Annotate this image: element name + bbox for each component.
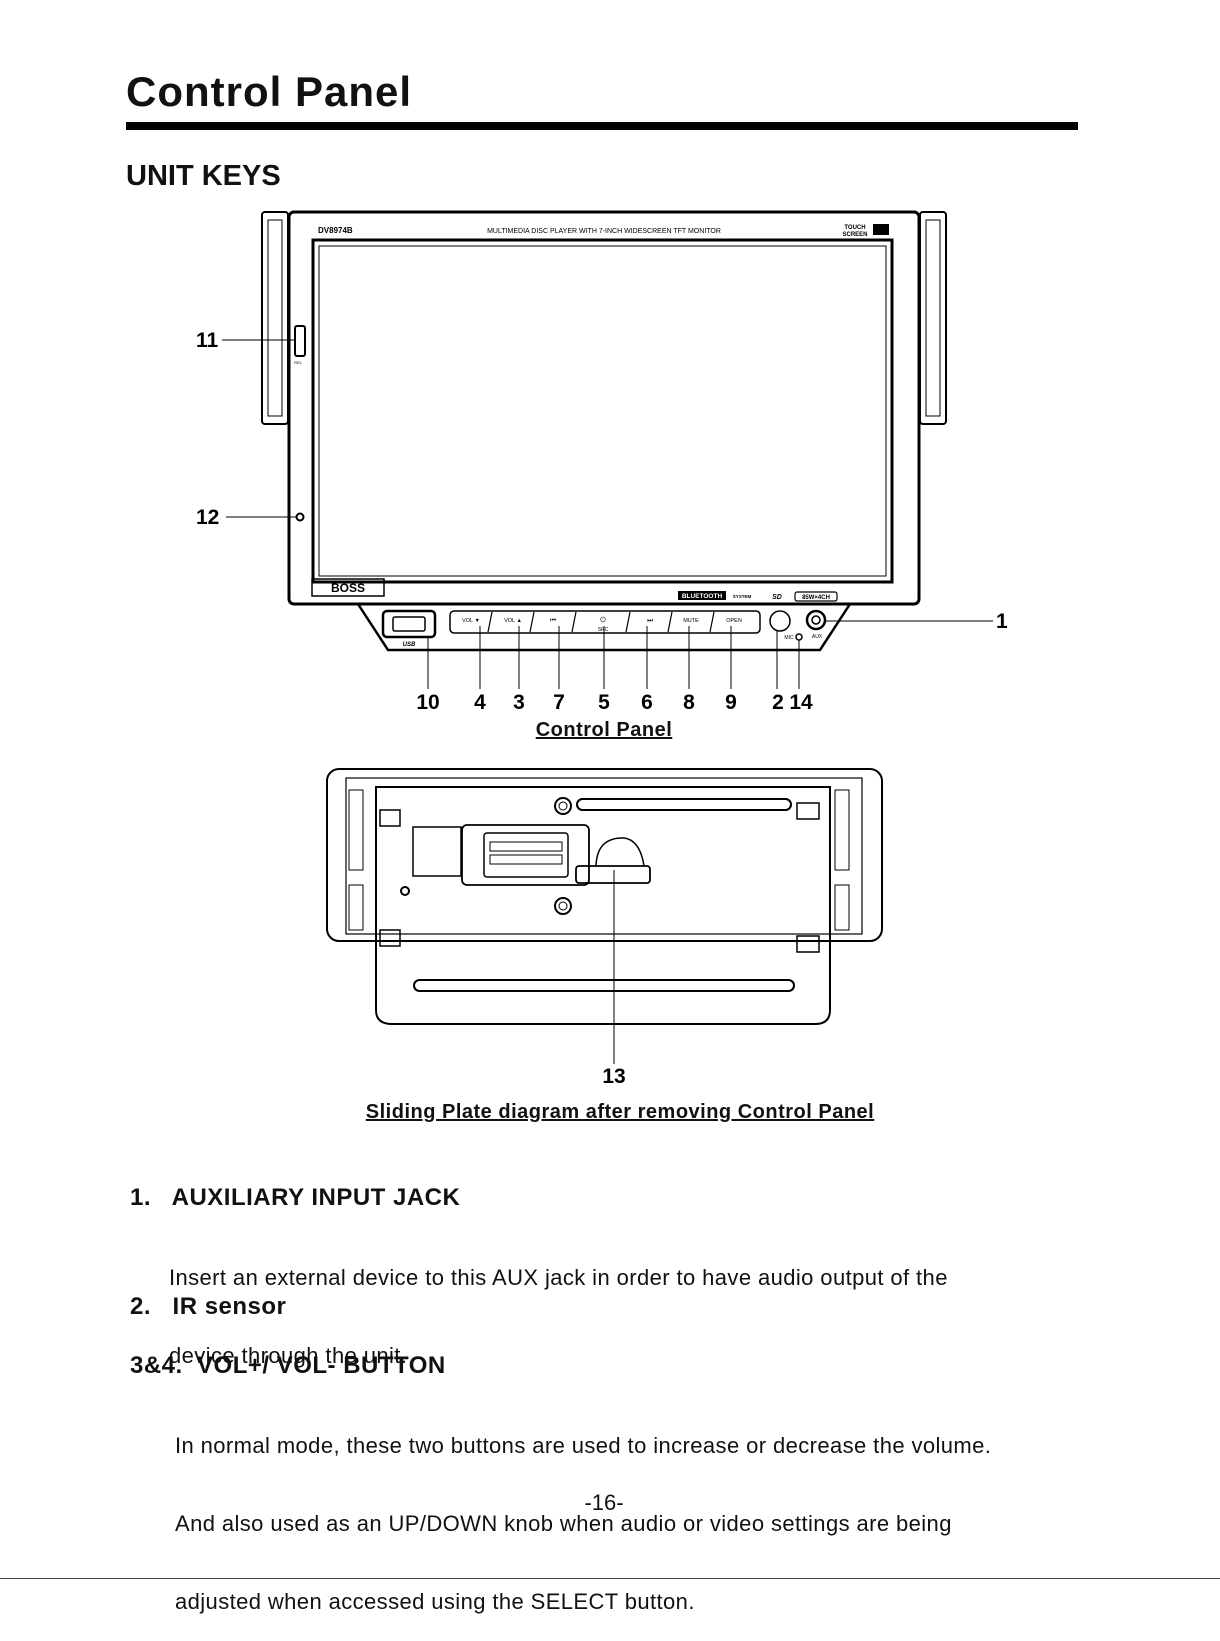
callout-6: 6 — [641, 691, 653, 714]
mic-label: MIC — [784, 635, 794, 641]
rel-label: REL — [294, 360, 303, 365]
vol-down-label: VOL ▼ — [462, 618, 480, 624]
item-3-line-1: In normal mode, these two buttons are us… — [175, 1433, 992, 1458]
right-bracket — [919, 211, 947, 425]
callout-4: 4 — [474, 691, 486, 714]
sliding-plate-caption: Sliding Plate diagram after removing Con… — [365, 1101, 875, 1123]
callout-8: 8 — [683, 691, 695, 714]
usb-label: USB — [403, 642, 416, 648]
sensor-dot — [295, 512, 305, 522]
brand-box — [311, 578, 385, 597]
ir-sensor — [769, 610, 791, 632]
item-1-heading: 1. AUXILIARY INPUT JACK — [130, 1184, 461, 1211]
button-strip — [449, 610, 761, 634]
power-rating: 85W×4CH — [802, 595, 830, 601]
callout-12: 12 — [196, 506, 219, 529]
callout-1: 1 — [996, 610, 1008, 633]
model-label: DV8974B — [318, 226, 353, 235]
item-2-heading: 2. IR sensor — [130, 1293, 287, 1320]
open-label: OPEN — [726, 618, 742, 624]
item-3-heading: 3&4. VOL+/ VOL- BUTTON — [130, 1352, 446, 1379]
control-panel-caption: Control Panel — [535, 719, 673, 741]
callout-14: 14 — [789, 691, 813, 714]
callout-7: 7 — [553, 691, 565, 714]
bluetooth-label: BLUETOOTH — [682, 593, 723, 600]
power-label: ⏻ — [600, 616, 606, 624]
item-1-body: Insert an external device to this AUX ja… — [169, 1213, 948, 1395]
screen — [311, 238, 894, 584]
screen-label: SCREEN — [842, 232, 867, 238]
mute-label: MUTE — [683, 618, 699, 624]
aux-jack — [805, 609, 827, 631]
system-label: SYSTEM — [733, 594, 752, 599]
rel-button — [294, 325, 306, 357]
mic-hole — [795, 633, 803, 641]
control-panel-diagrams: DV8974B MULTIMEDIA DISC PLAYER WITH 7-IN… — [196, 210, 1008, 1088]
bottom-rule — [0, 1578, 1220, 1579]
brand-logo: BOSS — [331, 581, 365, 595]
item-1-line-2: device through the unit. — [169, 1343, 408, 1368]
page-number: -16- — [584, 1490, 624, 1515]
vol-up-label: VOL ▲ — [504, 618, 522, 624]
left-bracket — [261, 211, 289, 425]
callout-3: 3 — [513, 691, 525, 714]
monitor-bezel — [287, 210, 921, 606]
item-1-line-1: Insert an external device to this AUX ja… — [169, 1265, 948, 1290]
callout-13: 13 — [602, 1065, 625, 1088]
bluetooth-badge — [678, 591, 726, 600]
sliding-plate — [326, 768, 883, 1025]
monitor-header: MULTIMEDIA DISC PLAYER WITH 7-INCH WIDES… — [487, 228, 721, 235]
item-3-line-3: adjusted when accessed using the SELECT … — [175, 1589, 695, 1614]
item-3-line-2: And also used as an UP/DOWN knob when au… — [175, 1511, 952, 1536]
src-label: SRC — [598, 627, 609, 633]
prev-label: ⏮ — [550, 617, 556, 624]
touch-label: TOUCH — [844, 225, 865, 231]
callout-5: 5 — [598, 691, 610, 714]
callout-2: 2 — [772, 691, 784, 714]
title-rule — [126, 122, 1078, 130]
callout-10: 10 — [416, 691, 439, 714]
usb-port — [381, 609, 437, 639]
touch-icon — [873, 224, 889, 235]
section-heading: UNIT KEYS — [126, 160, 281, 192]
aux-label: AUX — [812, 634, 823, 640]
sd-label: SD — [772, 594, 782, 601]
callout-11: 11 — [196, 329, 219, 352]
callout-9: 9 — [725, 691, 737, 714]
page-title: Control Panel — [126, 68, 413, 115]
next-label: ⏭ — [647, 617, 653, 624]
